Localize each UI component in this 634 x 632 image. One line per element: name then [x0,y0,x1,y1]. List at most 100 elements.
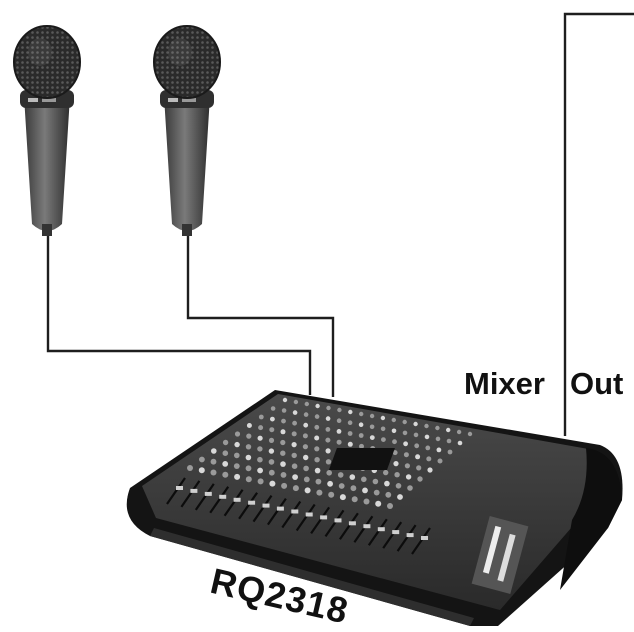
channel-knob [359,411,364,417]
channel-knob [257,456,263,463]
channel-knob [437,458,443,464]
out-label: Out [570,366,624,401]
channel-knob [315,478,322,485]
channel-knob [369,435,375,440]
fader-slot [266,497,287,526]
fader-slot [180,480,201,508]
fader-cap [377,527,385,532]
channel-knob [257,467,263,474]
channel-knob [280,472,287,478]
fader-cap [421,536,428,540]
fader-slot [353,515,374,543]
channel-knob [404,463,410,469]
channel-knob [383,469,389,476]
channel-knob [447,449,453,455]
channel-knob [326,405,331,411]
channel-knob [314,424,320,430]
channel-knob [210,458,217,465]
channel-knob [292,474,298,480]
channel-knob [361,476,367,483]
fader-cap [204,491,212,496]
channel-knob [314,435,320,441]
channel-knob [387,503,393,509]
fader-cap [320,515,328,520]
channel-knob [303,476,310,483]
channel-knob [291,452,297,459]
channel-knob [424,434,430,440]
channel-knob [257,435,263,441]
channel-knob [246,423,252,428]
cable-mixer-out [563,12,634,436]
fader-slot [411,527,431,555]
channel-knob [281,482,288,489]
channel-knob [336,439,342,445]
fader-slot [238,492,259,520]
channel-knob [314,467,321,474]
fader-slot [281,500,302,529]
channel-knob [326,470,333,476]
channel-knob [426,456,432,462]
channel-knob [372,478,379,485]
fader-cap [392,530,400,535]
channel-knob [435,425,440,431]
microphone-2 [153,25,221,236]
channel-knob [316,489,323,496]
fader-cap [176,486,183,490]
fader-cap [219,494,227,499]
channel-knob [314,446,320,452]
fader-cap [348,521,356,526]
channel-knob [291,463,298,470]
channel-knob [424,423,429,429]
channel-knob [314,414,320,419]
channel-knob [348,409,353,415]
channel-knob [293,399,299,405]
channel-knob [394,472,400,478]
channel-knob [446,427,451,433]
microphone-1 [13,25,81,236]
channel-knob [268,459,275,465]
channel-knob [338,483,345,489]
fader-cap [363,524,371,529]
channel-knob [395,483,402,489]
channel-knob [393,461,399,467]
channel-knob [403,441,408,447]
channel-knob [347,431,353,436]
channel-knob [416,465,422,471]
fader-cap [406,533,414,538]
channel-knob [337,472,344,478]
channel-knob [381,437,386,442]
channel-knob [198,467,205,474]
channel-knob [270,406,276,411]
fader-cap [248,500,256,505]
channel-knob [304,401,309,407]
channel-knob [359,443,364,449]
channel-knob [358,422,364,428]
fader-slot [310,506,331,535]
fader-slot [194,483,215,511]
channel-knob [413,432,419,438]
fader-cap [334,518,342,523]
fader-slot [338,512,359,540]
channel-knob [350,485,357,492]
channel-knob [407,485,413,491]
fader-row [166,477,431,555]
channel-knob [268,448,275,454]
channel-knob [291,431,297,437]
channel-knob [414,443,420,449]
fader-slot [295,503,316,532]
channel-knob [403,452,409,458]
channel-knob [347,441,353,447]
channel-knob [281,418,286,424]
channel-knob [397,494,403,500]
channel-knob [417,476,423,482]
channel-knob [415,454,421,460]
channel-knob [362,487,368,494]
channel-knob [187,465,193,471]
fader-slot [223,489,244,517]
channel-knob [280,461,286,467]
channel-knob [328,491,335,498]
channel-knob [303,454,309,461]
channel-knob [245,454,252,461]
fader-slot [252,494,273,523]
